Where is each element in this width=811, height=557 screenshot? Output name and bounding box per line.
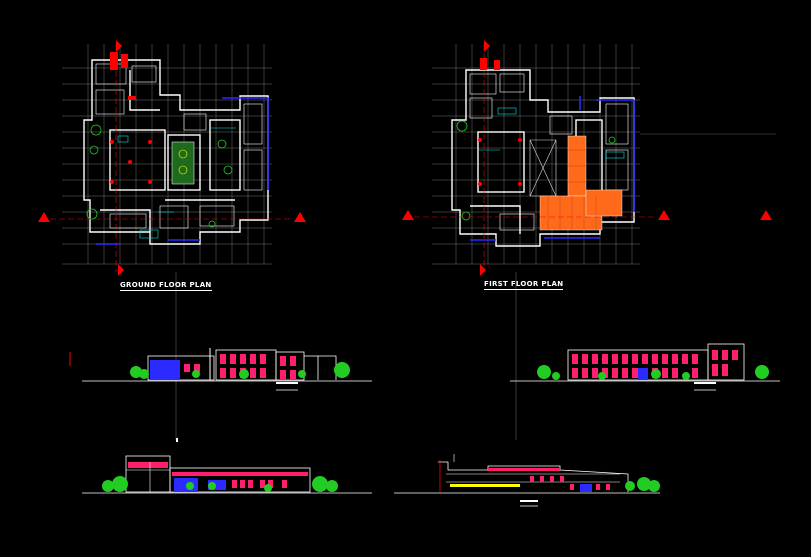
- first-floor-trees: [456, 120, 616, 221]
- front-elevation: [69, 348, 372, 391]
- ground-floor-plan: [38, 40, 306, 276]
- ground-floor-furniture: [117, 127, 236, 239]
- ground-floor-section-markers: [38, 40, 306, 276]
- first-floor-furniture: [478, 107, 625, 159]
- first-floor-roof-fill: [539, 135, 623, 231]
- ground-floor-plan-title: GROUND FLOOR PLAN: [120, 281, 212, 291]
- longitudinal-section: [394, 454, 660, 507]
- rear-elevation: [510, 343, 780, 391]
- ground-floor-walls: [83, 59, 269, 245]
- first-floor-red-accents: [478, 58, 522, 186]
- ground-floor-rooms: [95, 63, 263, 229]
- first-floor-glazing: [470, 96, 635, 241]
- side-elevation: [82, 438, 372, 494]
- first-floor-section-markers: [402, 40, 772, 276]
- ground-floor-courtyard: [171, 141, 195, 185]
- ground-floor-red-accents: [110, 52, 152, 184]
- first-floor-walls: [451, 69, 635, 247]
- first-floor-plan-title: FIRST FLOOR PLAN: [484, 280, 564, 290]
- first-floor-plan: [402, 40, 776, 276]
- first-floor-rooms: [469, 73, 629, 231]
- ground-floor-trees: [86, 124, 233, 228]
